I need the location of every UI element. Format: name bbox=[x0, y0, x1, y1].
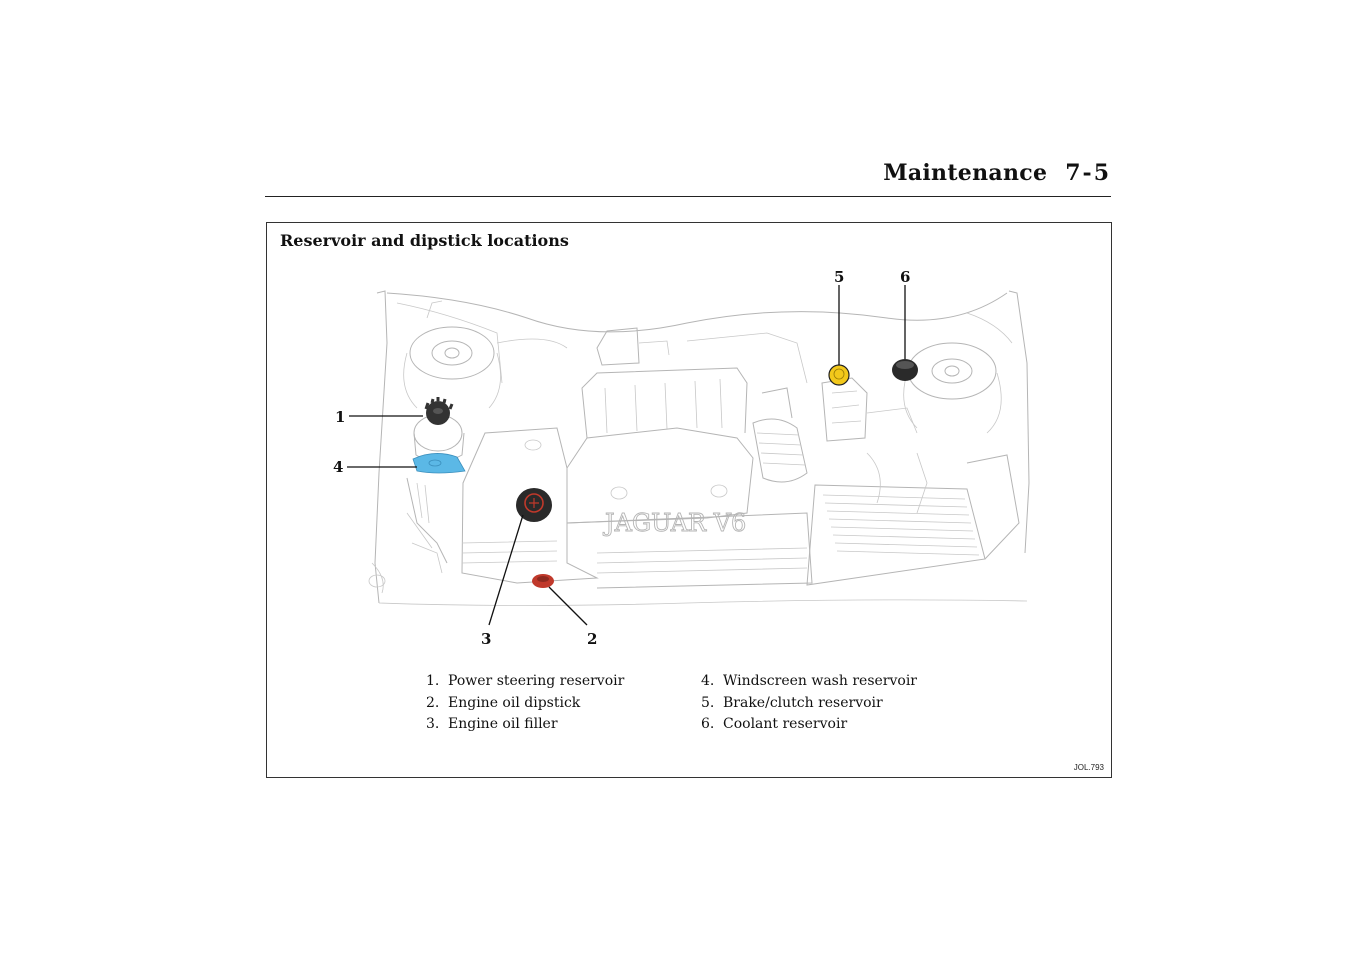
dipstick-handle bbox=[532, 574, 554, 588]
brake-clutch-cap bbox=[828, 364, 850, 386]
page-number: 7-5 bbox=[1065, 160, 1111, 186]
intake-manifold bbox=[581, 327, 808, 439]
legend-left: 1. Power steering reservoir 2. Engine oil … bbox=[426, 671, 624, 736]
right-strut-tower bbox=[903, 342, 1002, 434]
legend-number: 6. bbox=[701, 716, 715, 732]
page-title: Maintenance 7-5 bbox=[883, 160, 1111, 186]
brake-reservoir-body bbox=[821, 377, 918, 442]
callout-1: 1 bbox=[335, 408, 345, 426]
leader-lines bbox=[347, 285, 906, 626]
callout-4: 4 bbox=[333, 458, 343, 476]
engine-badge: JAGUAR V6 bbox=[602, 509, 746, 537]
callout-2: 2 bbox=[587, 630, 597, 648]
legend-number: 4. bbox=[701, 673, 715, 689]
power-steering-cap bbox=[424, 397, 454, 425]
misc-pipes bbox=[368, 338, 928, 594]
callout-labels: 1 2 3 4 5 6 bbox=[333, 268, 910, 648]
callout-6: 6 bbox=[900, 268, 910, 286]
legend-number: 1. bbox=[426, 673, 440, 689]
legend-right: 4. Windscreen wash reservoir 5. Brake/clut… bbox=[701, 671, 917, 736]
engine-cover: JAGUAR V6 bbox=[461, 427, 813, 589]
legend-item: 6. Coolant reservoir bbox=[701, 714, 917, 736]
washer-cap-icon bbox=[412, 453, 466, 474]
washer-reservoir bbox=[406, 477, 448, 574]
legend-item: 1. Power steering reservoir bbox=[426, 671, 624, 693]
engine-bay-diagram: JAGUAR V6 bbox=[333, 268, 1030, 648]
figure-code: JOL.793 bbox=[1073, 763, 1104, 772]
page-header: Maintenance 7-5 bbox=[265, 156, 1111, 197]
legend-label: Engine oil filler bbox=[448, 716, 558, 732]
callout-5: 5 bbox=[834, 268, 844, 286]
figure-frame: Reservoir and dipstick locations bbox=[266, 222, 1112, 778]
legend-number: 5. bbox=[701, 694, 715, 711]
air-intake bbox=[752, 387, 808, 483]
air-box bbox=[806, 454, 1020, 586]
legend-label: Coolant reservoir bbox=[723, 716, 848, 732]
left-strut-tower bbox=[403, 300, 501, 409]
oil-filler-cap bbox=[516, 488, 552, 522]
legend-item: 4. Windscreen wash reservoir bbox=[701, 671, 917, 693]
legend-item: 5. Brake/clutch reservoir bbox=[701, 693, 917, 715]
legend-item: 3. Engine oil filler bbox=[426, 714, 624, 736]
legend-number: 3. bbox=[426, 716, 440, 732]
legend-label: Power steering reservoir bbox=[448, 673, 625, 689]
legend-label: Engine oil dipstick bbox=[448, 694, 581, 711]
engine-bay-outline bbox=[374, 290, 1030, 606]
legend-item: 2. Engine oil dipstick bbox=[426, 693, 624, 715]
chapter-title: Maintenance bbox=[883, 160, 1048, 186]
section-title: Reservoir and dipstick locations bbox=[280, 231, 569, 250]
windscreen-wash-cap bbox=[412, 453, 466, 474]
legend-label: Brake/clutch reservoir bbox=[723, 694, 883, 711]
legend-label: Windscreen wash reservoir bbox=[723, 673, 917, 689]
coolant-cap bbox=[892, 359, 918, 381]
brake-cap-icon bbox=[828, 364, 850, 386]
callout-3: 3 bbox=[481, 630, 491, 648]
legend-number: 2. bbox=[426, 694, 440, 711]
